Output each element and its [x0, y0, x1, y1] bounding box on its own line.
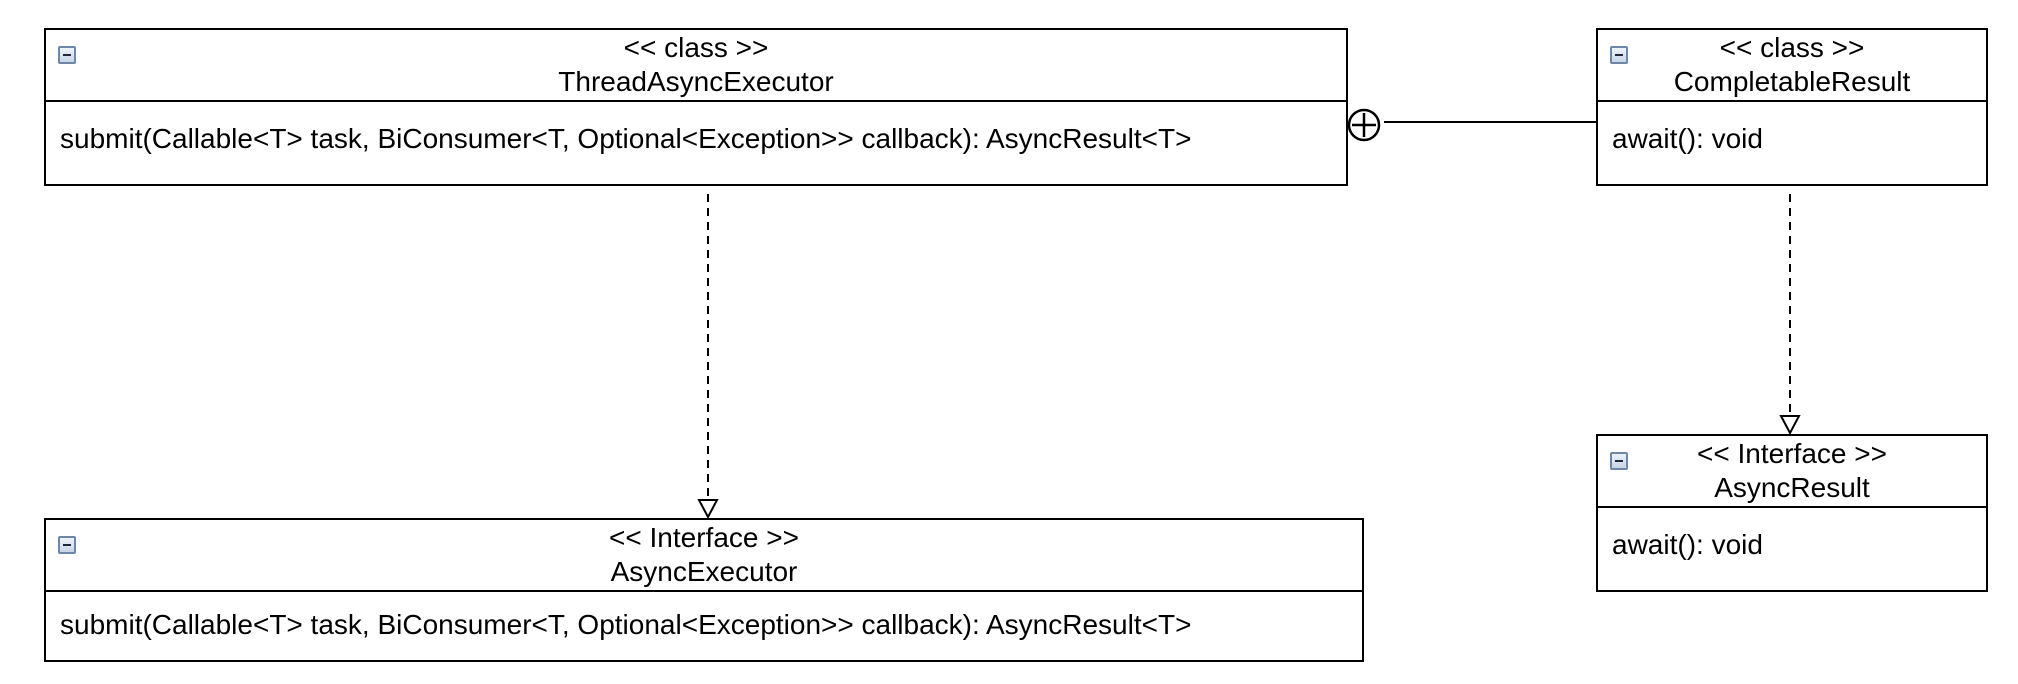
class-name: CompletableResult [1673, 66, 1911, 97]
collapse-minus-icon[interactable] [1610, 452, 1628, 470]
operation-await: await(): void [1612, 529, 1763, 560]
operations-compartment: submit(Callable<T> task, BiConsumer<T, O… [46, 102, 1346, 170]
stereotype-label: << class >> [1719, 32, 1865, 63]
class-name: AsyncExecutor [610, 556, 798, 587]
class-name: AsyncResult [1714, 472, 1870, 503]
realization-arrowhead-result [1779, 415, 1801, 436]
class-header: << Interface >> AsyncExecutor [46, 520, 1362, 592]
realization-arrowhead-executor [697, 499, 719, 520]
operations-compartment: await(): void [1598, 508, 1986, 576]
collapse-minus-icon[interactable] [1610, 46, 1628, 64]
class-completable-result[interactable]: << class >> CompletableResult await(): v… [1596, 28, 1988, 186]
operation-await: await(): void [1612, 123, 1763, 154]
operations-compartment: submit(Callable<T> task, BiConsumer<T, O… [46, 592, 1362, 656]
class-header: << class >> ThreadAsyncExecutor [46, 30, 1346, 102]
operation-submit: submit(Callable<T> task, BiConsumer<T, O… [60, 123, 1192, 154]
circle-plus-icon [1347, 108, 1381, 142]
interface-async-result[interactable]: << Interface >> AsyncResult await(): voi… [1596, 434, 1988, 592]
collapse-minus-icon[interactable] [58, 46, 76, 64]
class-thread-async-executor[interactable]: << class >> ThreadAsyncExecutor submit(C… [44, 28, 1348, 186]
collapse-minus-icon[interactable] [58, 536, 76, 554]
class-name: ThreadAsyncExecutor [558, 66, 834, 97]
class-header: << class >> CompletableResult [1598, 30, 1986, 102]
class-header: << Interface >> AsyncResult [1598, 436, 1986, 508]
operation-submit: submit(Callable<T> task, BiConsumer<T, O… [60, 609, 1192, 640]
operations-compartment: await(): void [1598, 102, 1986, 170]
stereotype-label: << Interface >> [1697, 438, 1887, 469]
stereotype-label: << Interface >> [609, 522, 799, 553]
interface-async-executor[interactable]: << Interface >> AsyncExecutor submit(Cal… [44, 518, 1364, 662]
stereotype-label: << class >> [623, 32, 769, 63]
